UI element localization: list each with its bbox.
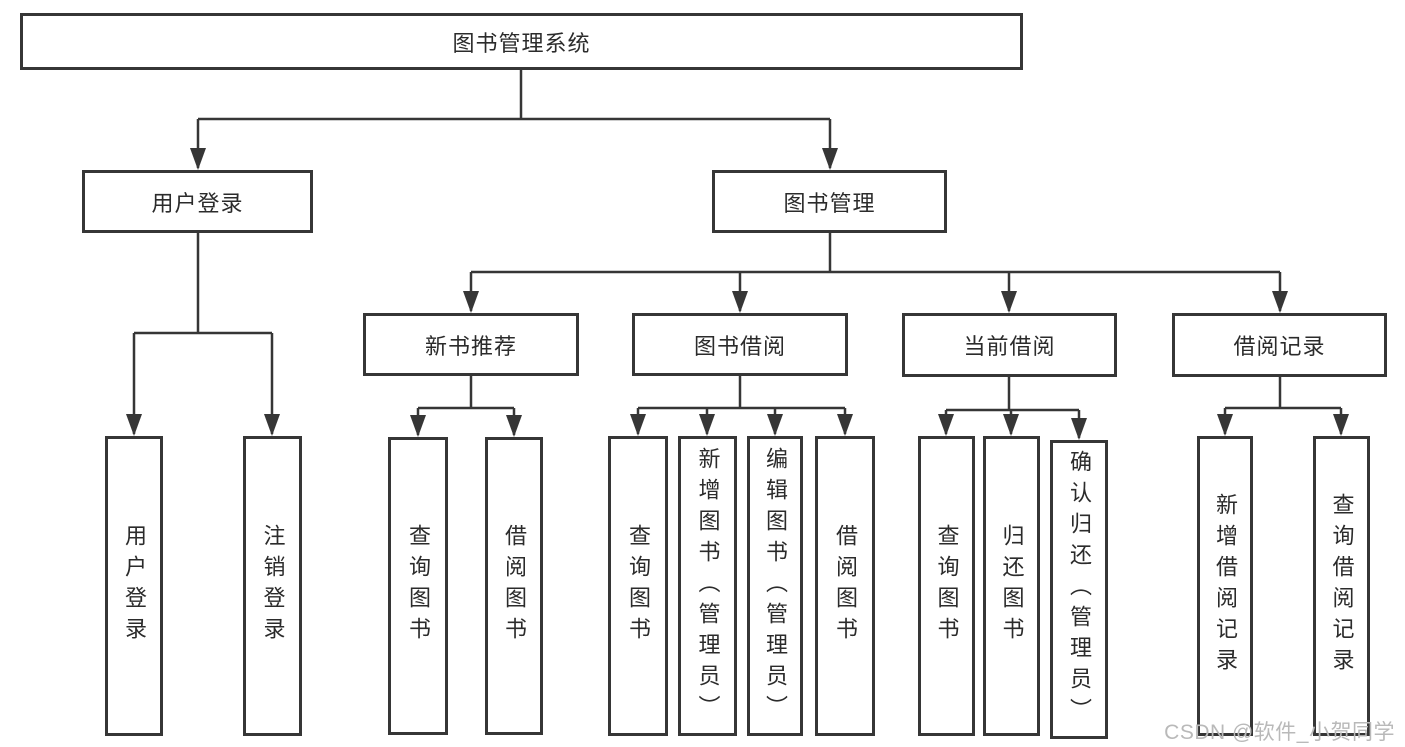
leaf-borrow-add-books-admin: 新增图书（管理员） bbox=[678, 436, 737, 736]
node-user-login: 用户登录 bbox=[82, 170, 313, 233]
leaf-newbook-query-books: 查询图书 bbox=[388, 437, 448, 735]
node-borrow-records: 借阅记录 bbox=[1172, 313, 1387, 377]
leaf-borrow-query-books: 查询图书 bbox=[608, 436, 668, 736]
leaf-records-query-record: 查询借阅记录 bbox=[1313, 436, 1370, 736]
leaf-current-return-books: 归还图书 bbox=[983, 436, 1040, 736]
node-book-management: 图书管理 bbox=[712, 170, 947, 233]
leaf-user-login: 用户登录 bbox=[105, 436, 163, 736]
node-book-borrow: 图书借阅 bbox=[632, 313, 848, 376]
csdn-watermark: CSDN @软件_小贺同学 bbox=[1164, 721, 1395, 744]
leaf-borrow-borrow-books: 借阅图书 bbox=[815, 436, 875, 736]
leaf-current-confirm-return-admin: 确认归还（管理员） bbox=[1050, 440, 1108, 739]
leaf-current-query-books: 查询图书 bbox=[918, 436, 975, 736]
leaf-logout: 注销登录 bbox=[243, 436, 302, 736]
node-new-book-recommend: 新书推荐 bbox=[363, 313, 579, 376]
leaf-newbook-borrow-books: 借阅图书 bbox=[485, 437, 543, 735]
leaf-records-add-record: 新增借阅记录 bbox=[1197, 436, 1253, 736]
leaf-borrow-edit-books-admin: 编辑图书（管理员） bbox=[747, 436, 803, 736]
node-library-system: 图书管理系统 bbox=[20, 13, 1023, 70]
node-current-borrow: 当前借阅 bbox=[902, 313, 1117, 377]
